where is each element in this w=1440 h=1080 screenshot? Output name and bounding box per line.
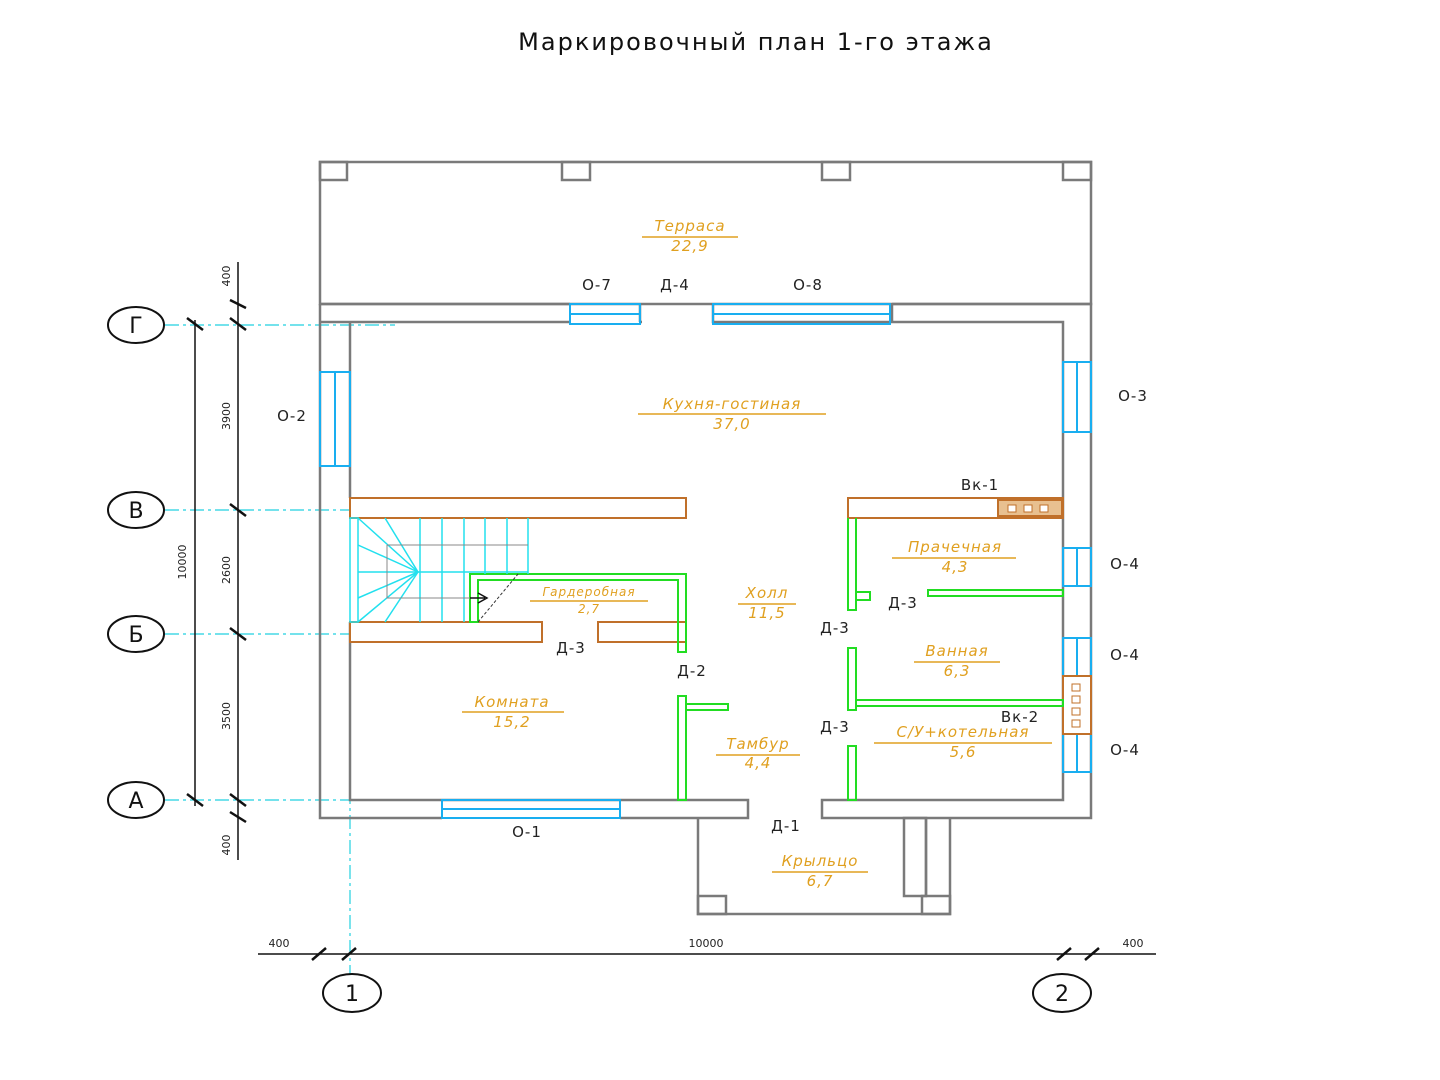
axis-markers: Г В Б А 1 2 bbox=[107, 306, 1092, 1013]
axis-2: 2 bbox=[1055, 982, 1069, 1007]
mark-d3-laundry: Д-3 bbox=[888, 594, 918, 612]
room-porch-area: 6,7 bbox=[807, 872, 834, 890]
room-hall-name: Холл bbox=[745, 584, 789, 602]
mark-o3: О-3 bbox=[1118, 387, 1148, 405]
room-terrace-name: Терраса bbox=[654, 217, 725, 235]
porch bbox=[696, 816, 952, 916]
room-bath-area: 6,3 bbox=[944, 662, 971, 680]
mark-o2: О-2 bbox=[277, 407, 307, 425]
room-wardrobe-area: 2,7 bbox=[578, 602, 600, 616]
mark-d3-wc: Д-3 bbox=[820, 718, 850, 736]
room-room-name: Комната bbox=[474, 693, 549, 711]
room-vestibule-name: Тамбур bbox=[726, 735, 789, 753]
partitions bbox=[469, 518, 1064, 801]
dim-left-d3: 3500 bbox=[220, 702, 233, 730]
axis-g: Г bbox=[129, 314, 142, 339]
dim-bottom-left: 400 bbox=[269, 937, 290, 950]
stair-direction-arrow bbox=[470, 592, 489, 604]
mark-o4-3: О-4 bbox=[1110, 741, 1140, 759]
axis-a: А bbox=[128, 789, 143, 814]
room-wc-name: С/У+котельная bbox=[897, 723, 1030, 741]
room-terrace-area: 22,9 bbox=[671, 237, 708, 255]
room-kitchen-name: Кухня-гостиная bbox=[663, 395, 801, 413]
left-dimensions: 400 3900 2600 3500 400 10000 bbox=[176, 262, 247, 860]
dim-left-d1: 3900 bbox=[220, 402, 233, 430]
mark-o4-1: О-4 bbox=[1110, 555, 1140, 573]
terrace bbox=[318, 160, 1093, 306]
mark-d1: Д-1 bbox=[771, 817, 801, 835]
room-hall-area: 11,5 bbox=[748, 604, 785, 622]
mark-o8: О-8 bbox=[793, 276, 823, 294]
dim-left-d2: 2600 bbox=[220, 556, 233, 584]
axis-lines bbox=[165, 324, 395, 975]
room-porch-name: Крыльцо bbox=[782, 852, 859, 870]
plan-title: Маркировочный план 1-го этажа bbox=[518, 28, 994, 56]
dim-left-top: 400 bbox=[220, 266, 233, 287]
dim-left-bottom: 400 bbox=[220, 835, 233, 856]
room-laundry-area: 4,3 bbox=[942, 558, 969, 576]
axis-v: В bbox=[128, 499, 143, 524]
room-labels: Терраса 22,9 Кухня-гостиная 37,0 Гардеро… bbox=[462, 217, 1052, 890]
brick-walls bbox=[349, 497, 1092, 735]
mark-d2: Д-2 bbox=[677, 662, 707, 680]
room-room-area: 15,2 bbox=[493, 713, 530, 731]
axis-1: 1 bbox=[345, 982, 359, 1007]
mark-o4-2: О-4 bbox=[1110, 646, 1140, 664]
mark-o7: О-7 bbox=[582, 276, 612, 294]
mark-vk1: Вк-1 bbox=[961, 476, 999, 494]
bottom-dimensions: 400 10000 400 bbox=[258, 937, 1156, 961]
mark-d3-hall: Д-3 bbox=[820, 619, 850, 637]
staircase bbox=[349, 517, 529, 623]
axis-b: Б bbox=[128, 623, 143, 648]
room-wardrobe-name: Гардеробная bbox=[542, 585, 635, 599]
mark-o1: О-1 bbox=[512, 823, 542, 841]
room-wc-area: 5,6 bbox=[950, 743, 977, 761]
dim-left-total: 10000 bbox=[176, 545, 189, 580]
element-marks: О-7 Д-4 О-8 О-2 О-3 Вк-1 О-4 Д-3 Д-3 Д-3… bbox=[277, 276, 1148, 841]
dim-bottom-right: 400 bbox=[1123, 937, 1144, 950]
room-bath-name: Ванная bbox=[925, 642, 988, 660]
mark-d4: Д-4 bbox=[660, 276, 690, 294]
mark-vk2: Вк-2 bbox=[1001, 708, 1039, 726]
room-laundry-name: Прачечная bbox=[908, 538, 1002, 556]
mark-d3-room: Д-3 bbox=[556, 639, 586, 657]
dim-bottom-total: 10000 bbox=[689, 937, 724, 950]
room-kitchen-area: 37,0 bbox=[713, 415, 750, 433]
room-vestibule-area: 4,4 bbox=[745, 754, 772, 772]
